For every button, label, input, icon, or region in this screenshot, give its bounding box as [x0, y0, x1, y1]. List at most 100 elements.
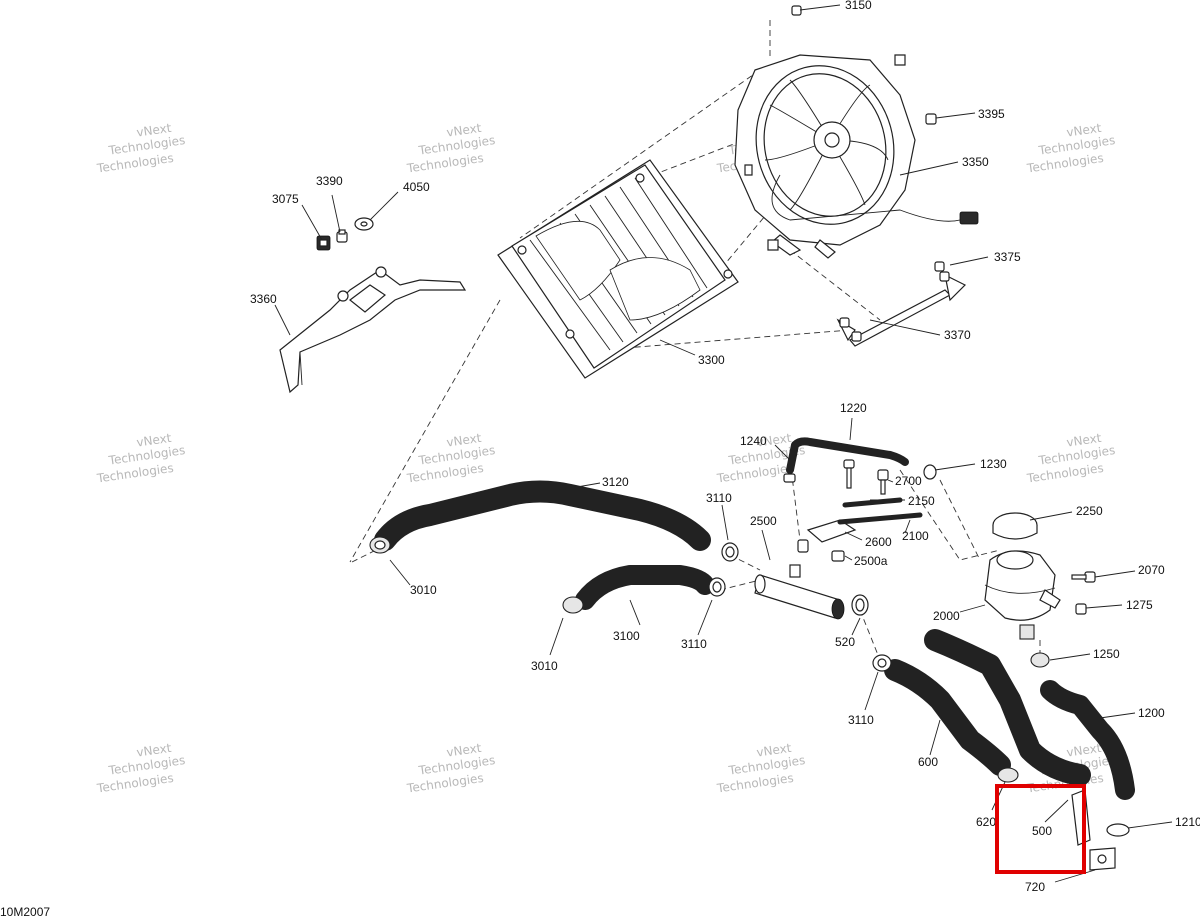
hose-1220 — [786, 437, 909, 474]
svg-text:Technologies: Technologies — [1025, 151, 1104, 176]
callout-1210: 1210 — [1175, 815, 1200, 829]
clamp-620 — [997, 767, 1019, 783]
callout-1200: 1200 — [1138, 706, 1165, 720]
callout-3010-lower: 3010 — [531, 659, 558, 673]
hose-600 — [884, 659, 1011, 776]
callout-2000: 2000 — [933, 609, 960, 623]
callout-3300: 3300 — [698, 353, 725, 367]
clamp-3010b — [562, 596, 584, 614]
line-2100 — [837, 512, 923, 525]
clamp-3110c — [872, 654, 892, 672]
callout-3120: 3120 — [602, 475, 629, 489]
svg-text:vNext: vNext — [1066, 431, 1103, 450]
washer-4050 — [354, 217, 374, 231]
clamp-1210 — [1106, 823, 1130, 837]
callout-labels: 3150 3395 3350 3390 3075 4050 3360 3375 … — [250, 0, 1200, 894]
callout-3100: 3100 — [613, 629, 640, 643]
radiator-3300 — [497, 159, 739, 379]
bolt-2070 — [1071, 571, 1096, 583]
svg-text:vNext: vNext — [446, 431, 483, 450]
svg-text:vNext: vNext — [446, 741, 483, 760]
callout-2100: 2100 — [902, 529, 929, 543]
watermark: vNext Technologies Technologies — [1025, 431, 1116, 486]
fan-brackets — [744, 54, 906, 251]
callout-1275: 1275 — [1126, 598, 1153, 612]
svg-text:vNext: vNext — [756, 431, 793, 450]
svg-text:Technologies: Technologies — [95, 151, 174, 176]
callout-1250: 1250 — [1093, 647, 1120, 661]
callout-520: 520 — [835, 635, 855, 649]
clip-nut-3075 — [316, 235, 331, 251]
callout-3075: 3075 — [272, 192, 299, 206]
callout-2150: 2150 — [908, 494, 935, 508]
leader-lines — [274, 4, 1173, 883]
svg-text:vNext: vNext — [136, 741, 173, 760]
hose-3120 — [374, 480, 711, 551]
callout-3395: 3395 — [978, 107, 1005, 121]
callout-600: 600 — [918, 755, 938, 769]
flange-720 — [1089, 847, 1116, 871]
watermark: vNext Technologies Technologies — [95, 741, 186, 796]
fitting-500 — [1071, 789, 1091, 846]
callout-2070: 2070 — [1138, 563, 1165, 577]
callout-3010-left: 3010 — [410, 583, 437, 597]
watermark: vNext Technologies Technologies — [95, 431, 186, 486]
svg-text:vNext: vNext — [756, 741, 793, 760]
callout-3370: 3370 — [944, 328, 971, 342]
callout-3375: 3375 — [994, 250, 1021, 264]
callout-2250: 2250 — [1076, 504, 1103, 518]
callout-3110-middle: 3110 — [681, 637, 707, 651]
watermark: vNext Technologies Technologies — [1025, 121, 1116, 176]
svg-text:Technologies: Technologies — [95, 461, 174, 486]
bolt-2700 — [877, 469, 889, 495]
highlight-box-500 — [995, 784, 1086, 874]
bolt-3395 — [925, 113, 937, 125]
cap-2250 — [992, 512, 1038, 540]
callout-4050: 4050 — [403, 180, 430, 194]
callout-2500: 2500 — [750, 514, 777, 528]
clamp-1230 — [923, 464, 937, 480]
hose-3100 — [575, 565, 715, 610]
fan-shroud-3350 — [734, 54, 979, 259]
svg-text:Technologies: Technologies — [715, 771, 794, 796]
clamp-3010a — [369, 536, 391, 554]
callout-2700: 2700 — [895, 474, 922, 488]
svg-text:Technologies: Technologies — [1025, 461, 1104, 486]
clamp-520 — [851, 594, 869, 616]
clamp-1250 — [1030, 652, 1050, 668]
bolt-3150 — [791, 5, 802, 16]
callout-2600: 2600 — [865, 535, 892, 549]
line-2150 — [842, 497, 903, 508]
callout-1220: 1220 — [840, 401, 867, 415]
figure-code: 10M2007 — [0, 905, 50, 918]
hose-1200 — [1040, 680, 1135, 800]
nut-3375 — [934, 261, 950, 282]
clamp-1240 — [783, 473, 796, 483]
watermark: vNext Technologies Technologies — [95, 121, 186, 176]
svg-text:Technologies: Technologies — [95, 771, 174, 796]
svg-text:Technologies: Technologies — [405, 461, 484, 486]
nut-1275 — [1075, 603, 1087, 615]
svg-text:Technologies: Technologies — [405, 151, 484, 176]
callout-3110-upper: 3110 — [706, 491, 732, 505]
callout-2500a: 2500a — [854, 554, 888, 568]
callout-1230: 1230 — [980, 457, 1007, 471]
screw-tall — [843, 459, 855, 489]
callout-3350: 3350 — [962, 155, 989, 169]
svg-text:vNext: vNext — [446, 121, 483, 140]
nut-3370-lower — [839, 317, 862, 342]
clamp-3110a — [721, 542, 739, 562]
callout-3390: 3390 — [316, 174, 343, 188]
callout-720: 720 — [1025, 880, 1045, 894]
callout-3360: 3360 — [250, 292, 277, 306]
callout-1240: 1240 — [740, 434, 767, 448]
hose-reservoir-lower — [924, 629, 1091, 786]
svg-text:Technologies: Technologies — [715, 461, 794, 486]
svg-text:vNext: vNext — [1066, 741, 1103, 760]
bracket-3360 — [279, 266, 467, 394]
svg-text:vNext: vNext — [136, 121, 173, 140]
watermark: vNext Technologies Technologies — [715, 741, 806, 796]
bracket-2600 — [806, 519, 857, 543]
